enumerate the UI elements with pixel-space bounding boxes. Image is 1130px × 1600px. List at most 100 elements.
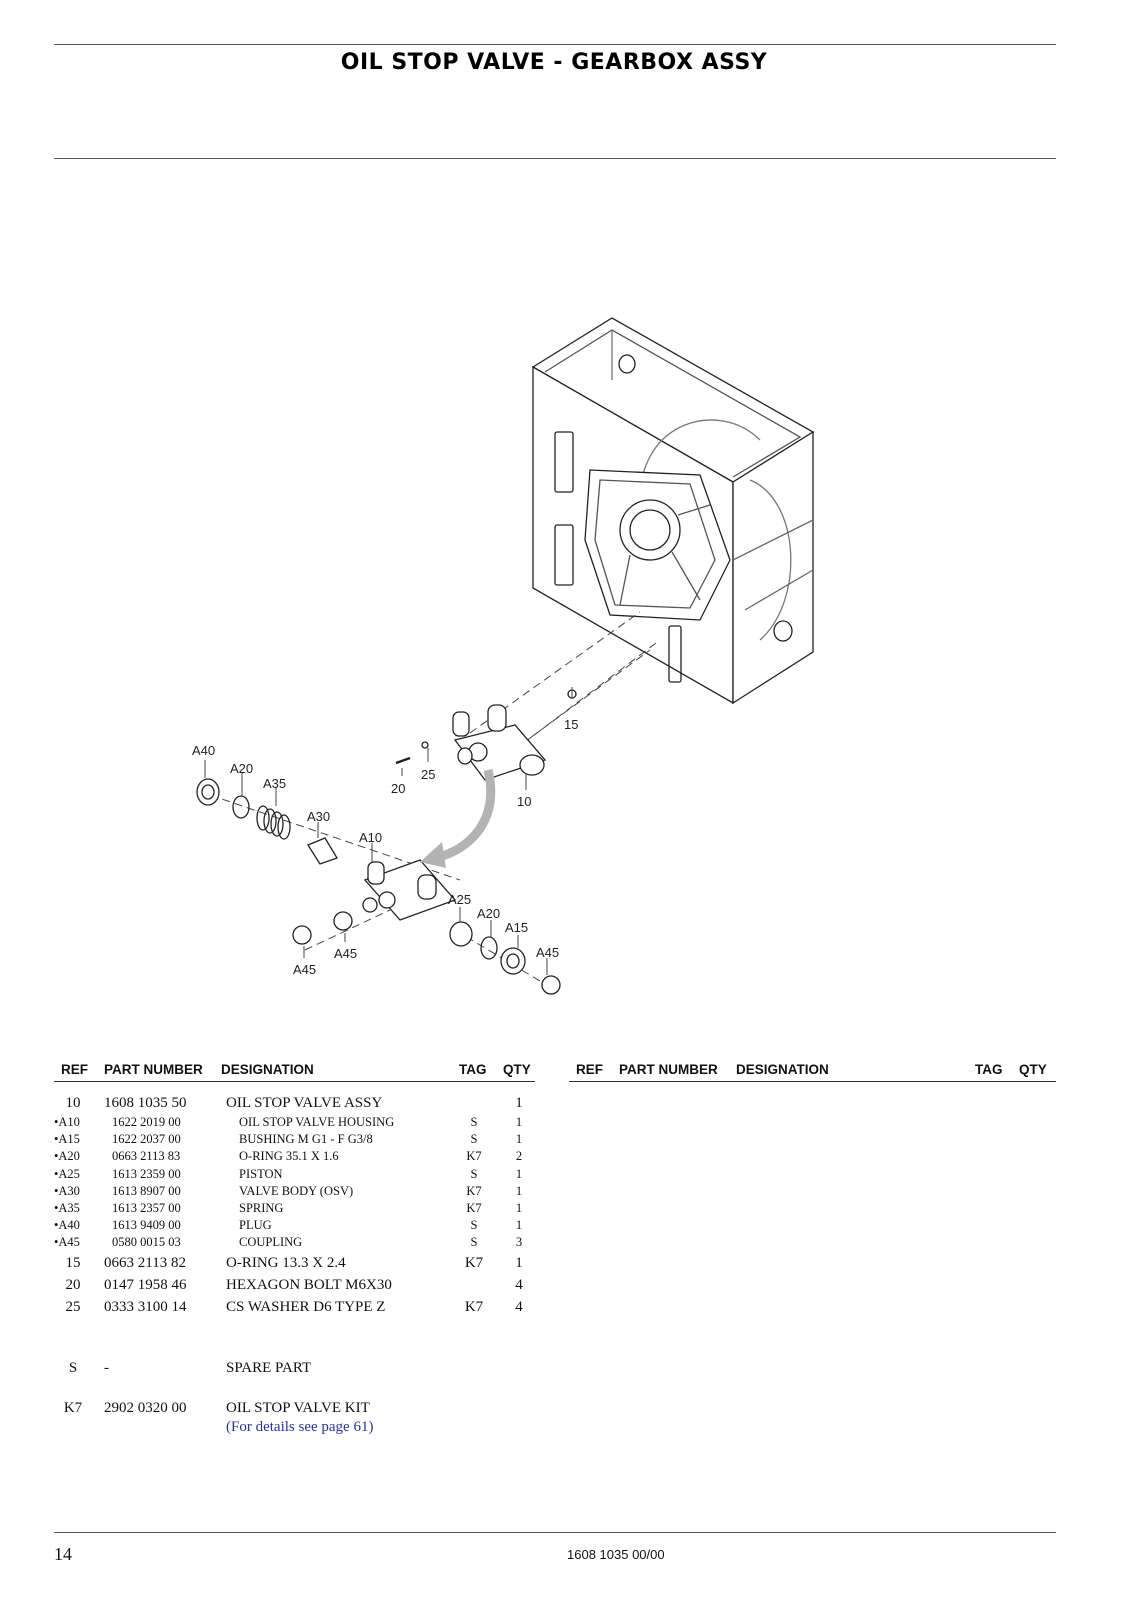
row-tag: S: [470, 1235, 478, 1250]
callout-a15: A15: [505, 920, 528, 935]
row-ref: •A30: [54, 1183, 80, 1198]
col-header-part-number: PART NUMBER: [104, 1062, 203, 1077]
row-qty: 1: [515, 1200, 523, 1215]
row-qty: 4: [515, 1298, 523, 1315]
kit-details-link[interactable]: (For details see page 61): [226, 1419, 374, 1435]
row-qty: 3: [515, 1235, 523, 1250]
row-tag: S: [470, 1218, 478, 1233]
callout-25: 25: [421, 767, 435, 782]
row-ref: •A25: [54, 1166, 80, 1181]
row-part-number: 1613 8907 00: [112, 1183, 181, 1198]
valve-housing-a10: [362, 859, 457, 921]
row-designation: O-RING 35.1 X 1.6: [239, 1149, 339, 1164]
row-qty: 1: [515, 1095, 523, 1111]
col-header-designation: DESIGNATION: [221, 1062, 314, 1077]
row-tag: K7: [466, 1183, 482, 1198]
row-qty: 1: [515, 1166, 523, 1181]
table-row: •A45 0580 0015 03 COUPLING S 3: [54, 1234, 534, 1251]
table-row: 10 1608 1035 50 OIL STOP VALVE ASSY 1: [54, 1092, 534, 1114]
row-qty: 1: [515, 1183, 523, 1198]
row-designation: CS WASHER D6 TYPE Z: [226, 1298, 386, 1315]
table-row: •A20 0663 2113 83 O-RING 35.1 X 1.6 K7 2: [54, 1148, 534, 1165]
legend-ref: S: [68, 1360, 78, 1376]
row-qty: 1: [515, 1254, 523, 1271]
row-designation: SPRING: [239, 1200, 284, 1215]
col-header-tag: TAG: [459, 1062, 487, 1077]
page-number: 14: [54, 1544, 72, 1564]
row-ref: •A10: [54, 1115, 80, 1129]
callout-a45-right: A45: [536, 945, 559, 960]
row-ref: •A15: [54, 1132, 80, 1147]
row-qty: 1: [515, 1132, 523, 1147]
legend-part-number: 2902 0320 00: [104, 1400, 187, 1416]
row-part-number: 1622 2019 00: [112, 1115, 181, 1129]
row-part-number: 0663 2113 83: [112, 1149, 181, 1164]
row-part-number: 0147 1958 46: [104, 1276, 187, 1293]
row-part-number: 0580 0015 03: [112, 1235, 181, 1250]
table-row: 15 0663 2113 82 O-RING 13.3 X 2.4 K7 1: [54, 1252, 534, 1274]
row-part-number: 1613 2359 00: [112, 1166, 181, 1181]
row-tag: K7: [464, 1298, 484, 1315]
row-part-number: 1608 1035 50: [104, 1095, 187, 1111]
parts-list: 10 1608 1035 50 OIL STOP VALVE ASSY 1 •A…: [54, 1092, 534, 1318]
callout-a45-left: A45: [293, 962, 316, 977]
callout-a45-mid: A45: [334, 946, 357, 961]
legend-ref: K7: [63, 1400, 83, 1416]
table-row: •A10 1622 2019 00 OIL STOP VALVE HOUSING…: [54, 1114, 534, 1131]
row-tag: K7: [466, 1200, 482, 1215]
callout-10: 10: [517, 794, 531, 809]
row-ref: 25: [65, 1298, 81, 1315]
table-row: •A15 1622 2037 00 BUSHING M G1 - F G3/8 …: [54, 1131, 534, 1148]
callout-a20-right: A20: [477, 906, 500, 921]
row-part-number: 1613 2357 00: [112, 1200, 181, 1215]
table-row: •A25 1613 2359 00 PISTON S 1: [54, 1166, 534, 1183]
row-qty: 1: [515, 1115, 523, 1129]
row-part-number: 0663 2113 82: [104, 1254, 186, 1271]
row-tag: K7: [466, 1149, 482, 1164]
row-designation: PISTON: [239, 1166, 283, 1181]
table-row: •A35 1613 2357 00 SPRING K7 1: [54, 1200, 534, 1217]
table-row: 25 0333 3100 14 CS WASHER D6 TYPE Z K7 4: [54, 1296, 534, 1318]
col-header-qty-right: QTY: [1019, 1062, 1047, 1077]
col-header-ref-right: REF: [576, 1062, 603, 1077]
callout-15: 15: [564, 717, 578, 732]
row-designation: OIL STOP VALVE HOUSING: [239, 1115, 395, 1129]
header-rule-left: [54, 1081, 535, 1082]
row-qty: 1: [515, 1218, 523, 1233]
callout-20: 20: [391, 781, 405, 796]
col-header-ref: REF: [61, 1062, 88, 1077]
valve-assy-10: [452, 704, 547, 781]
row-designation: PLUG: [239, 1218, 272, 1233]
row-designation: OIL STOP VALVE ASSY: [226, 1095, 383, 1111]
exploded-parts-drawing: 15 20 25 10 A40 A20 A35 A30 A10 A25 A20 …: [0, 300, 1130, 1020]
callout-a30: A30: [307, 809, 330, 824]
row-ref: •A40: [54, 1218, 80, 1233]
table-row: •A40 1613 9409 00 PLUG S 1: [54, 1217, 534, 1234]
callout-a10: A10: [359, 830, 382, 845]
row-qty: 2: [515, 1149, 523, 1164]
row-designation: COUPLING: [239, 1235, 303, 1250]
table-row: 20 0147 1958 46 HEXAGON BOLT M6X30 4: [54, 1274, 534, 1296]
legend-spare-part: S - SPARE PART: [54, 1357, 534, 1379]
callout-a20: A20: [230, 761, 253, 776]
row-tag: S: [470, 1115, 478, 1129]
callout-a40: A40: [192, 743, 215, 758]
header-rule-right: [569, 1081, 1056, 1082]
row-designation: BUSHING M G1 - F G3/8: [239, 1132, 373, 1147]
row-part-number: 1622 2037 00: [112, 1132, 181, 1147]
legend-part-number: -: [104, 1360, 109, 1376]
legend-designation: SPARE PART: [226, 1360, 312, 1376]
title-rule: [54, 158, 1056, 159]
col-header-tag-right: TAG: [975, 1062, 1003, 1077]
callout-a35: A35: [263, 776, 286, 791]
row-qty: 4: [515, 1276, 523, 1293]
spring-a35: [256, 805, 291, 840]
col-header-designation-right: DESIGNATION: [736, 1062, 829, 1077]
row-designation: O-RING 13.3 X 2.4: [226, 1254, 346, 1271]
row-tag: S: [470, 1132, 478, 1147]
row-ref: 15: [65, 1254, 81, 1271]
row-ref: 10: [65, 1095, 81, 1111]
row-ref: •A35: [54, 1200, 80, 1215]
row-ref: •A45: [54, 1235, 80, 1250]
row-ref: •A20: [54, 1149, 80, 1164]
